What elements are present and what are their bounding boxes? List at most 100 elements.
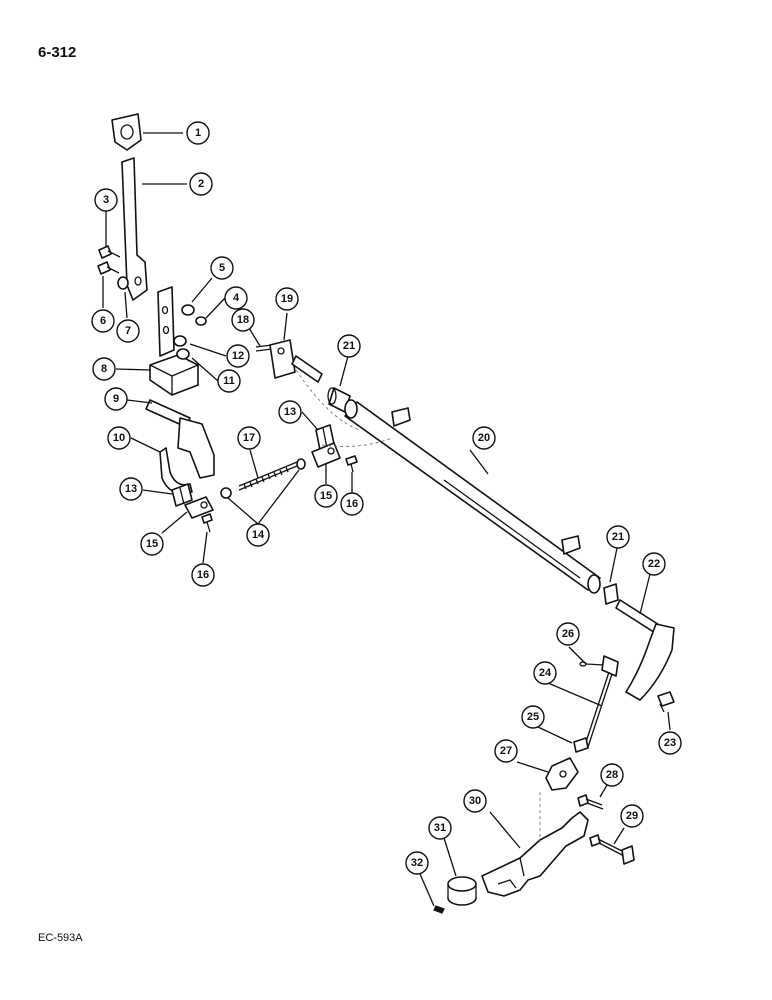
svg-text:30: 30 <box>469 795 481 807</box>
page-number: 6-312 <box>38 44 77 61</box>
part-2-lever-strap <box>121 157 148 301</box>
part-24-rod <box>584 655 619 748</box>
svg-text:20: 20 <box>478 432 490 444</box>
part-3-bolt <box>98 245 121 259</box>
callout-1: 1 <box>186 121 210 145</box>
svg-text:13: 13 <box>125 483 137 495</box>
callout-10: 10 <box>107 426 131 450</box>
part-12-nut <box>173 335 187 347</box>
callout-18: 18 <box>231 308 255 332</box>
callout-15-right: 15 <box>314 484 338 508</box>
part-15-yoke-left <box>184 496 214 519</box>
svg-text:25: 25 <box>527 711 539 723</box>
callout-3: 3 <box>94 188 118 212</box>
part-29-bolt <box>589 834 635 865</box>
part-14-nut-right <box>296 458 306 470</box>
part-15-yoke-right <box>311 442 341 468</box>
callout-32: 32 <box>405 851 429 875</box>
callout-17: 17 <box>237 426 261 450</box>
callout-16-left: 16 <box>191 563 215 587</box>
callout-12: 12 <box>226 344 250 368</box>
svg-text:4: 4 <box>233 292 240 304</box>
svg-text:12: 12 <box>232 350 244 362</box>
callout-21-left: 21 <box>337 334 361 358</box>
svg-text:2: 2 <box>198 178 204 190</box>
figure-code: EC-593A <box>38 932 83 944</box>
callout-19: 19 <box>275 287 299 311</box>
part-6-bolt <box>97 261 120 275</box>
callout-16-right: 16 <box>340 492 364 516</box>
part-31-rubber-pad <box>447 876 477 906</box>
part-23-bolt <box>657 691 675 713</box>
svg-text:7: 7 <box>125 325 131 337</box>
svg-text:29: 29 <box>626 810 638 822</box>
callout-9: 9 <box>104 387 128 411</box>
svg-text:18: 18 <box>237 314 249 326</box>
callout-20: 20 <box>472 426 496 450</box>
part-27-yoke <box>545 757 579 791</box>
callout-31: 31 <box>428 816 452 840</box>
callout-22: 22 <box>642 552 666 576</box>
callout-11: 11 <box>217 369 241 393</box>
svg-text:3: 3 <box>103 194 109 206</box>
svg-text:10: 10 <box>113 432 125 444</box>
svg-text:22: 22 <box>648 558 660 570</box>
leader-lines <box>102 132 671 907</box>
part-30-pedal-lever <box>481 811 589 897</box>
callout-8: 8 <box>92 357 116 381</box>
callout-28: 28 <box>600 763 624 787</box>
callout-21-right: 21 <box>606 525 630 549</box>
callout-25: 25 <box>521 705 545 729</box>
svg-text:14: 14 <box>252 529 265 541</box>
part-10-hook <box>159 447 193 495</box>
part-21-bushing-right <box>603 583 619 605</box>
part-1-clip <box>111 113 142 151</box>
part-26-cotter-pin <box>579 661 605 667</box>
callout-4: 4 <box>224 286 248 310</box>
part-7-washer <box>117 276 129 290</box>
callout-15-left: 15 <box>140 532 164 556</box>
svg-text:21: 21 <box>343 340 355 352</box>
svg-text:16: 16 <box>346 498 358 510</box>
part-22-arm <box>615 599 675 701</box>
part-25-nut <box>573 737 589 753</box>
part-4-nut <box>195 316 207 326</box>
svg-text:5: 5 <box>219 262 225 274</box>
callout-13-right: 13 <box>278 400 302 424</box>
part-17-threaded-rod <box>238 461 298 491</box>
svg-text:11: 11 <box>223 375 235 387</box>
callout-5: 5 <box>210 256 234 280</box>
part-5-washer <box>181 304 195 316</box>
part-11-nut <box>176 348 190 360</box>
svg-text:23: 23 <box>664 737 676 749</box>
callout-29: 29 <box>620 804 644 828</box>
callout-13-left: 13 <box>119 477 143 501</box>
part-28-bolt <box>577 794 604 810</box>
svg-text:9: 9 <box>113 393 119 405</box>
svg-text:8: 8 <box>101 363 107 375</box>
svg-text:31: 31 <box>434 822 446 834</box>
part-16-pin-right <box>345 455 358 473</box>
svg-text:27: 27 <box>500 745 512 757</box>
svg-text:19: 19 <box>281 293 293 305</box>
callout-26: 26 <box>556 622 580 646</box>
svg-text:16: 16 <box>197 569 209 581</box>
callout-14: 14 <box>246 523 270 547</box>
svg-text:6: 6 <box>100 315 106 327</box>
svg-text:1: 1 <box>195 127 201 139</box>
callout-30: 30 <box>463 789 487 813</box>
callout-6: 6 <box>91 309 115 333</box>
svg-text:17: 17 <box>243 432 255 444</box>
part-13-clevis-left <box>171 483 193 507</box>
svg-text:26: 26 <box>562 628 574 640</box>
svg-text:32: 32 <box>411 857 423 869</box>
svg-text:15: 15 <box>320 490 332 502</box>
svg-text:13: 13 <box>284 406 296 418</box>
part-8-bracket <box>149 286 199 396</box>
svg-text:24: 24 <box>539 667 552 679</box>
part-21-bushing-left <box>291 355 351 413</box>
callout-27: 27 <box>494 739 518 763</box>
callout-23: 23 <box>658 731 682 755</box>
part-32-pin <box>433 905 445 914</box>
